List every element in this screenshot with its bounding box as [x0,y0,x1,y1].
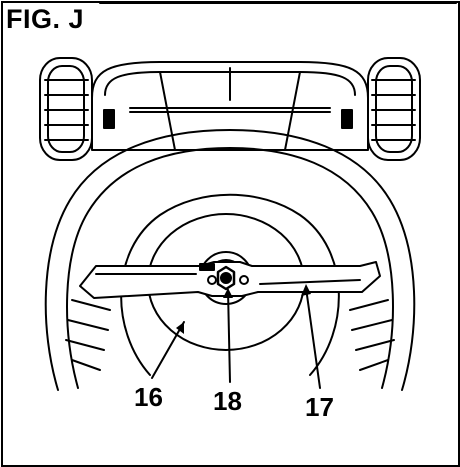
callout-leaders [151,284,321,389]
blade-bolt [216,265,236,291]
rear-housing [91,61,369,151]
callout-18: 18 [213,386,242,416]
figure-label: FIG. J [6,4,85,34]
callout-16: 16 [134,382,163,412]
right-rear-wheel [341,57,421,161]
callout-17: 17 [305,392,334,422]
left-rear-wheel [39,57,115,161]
